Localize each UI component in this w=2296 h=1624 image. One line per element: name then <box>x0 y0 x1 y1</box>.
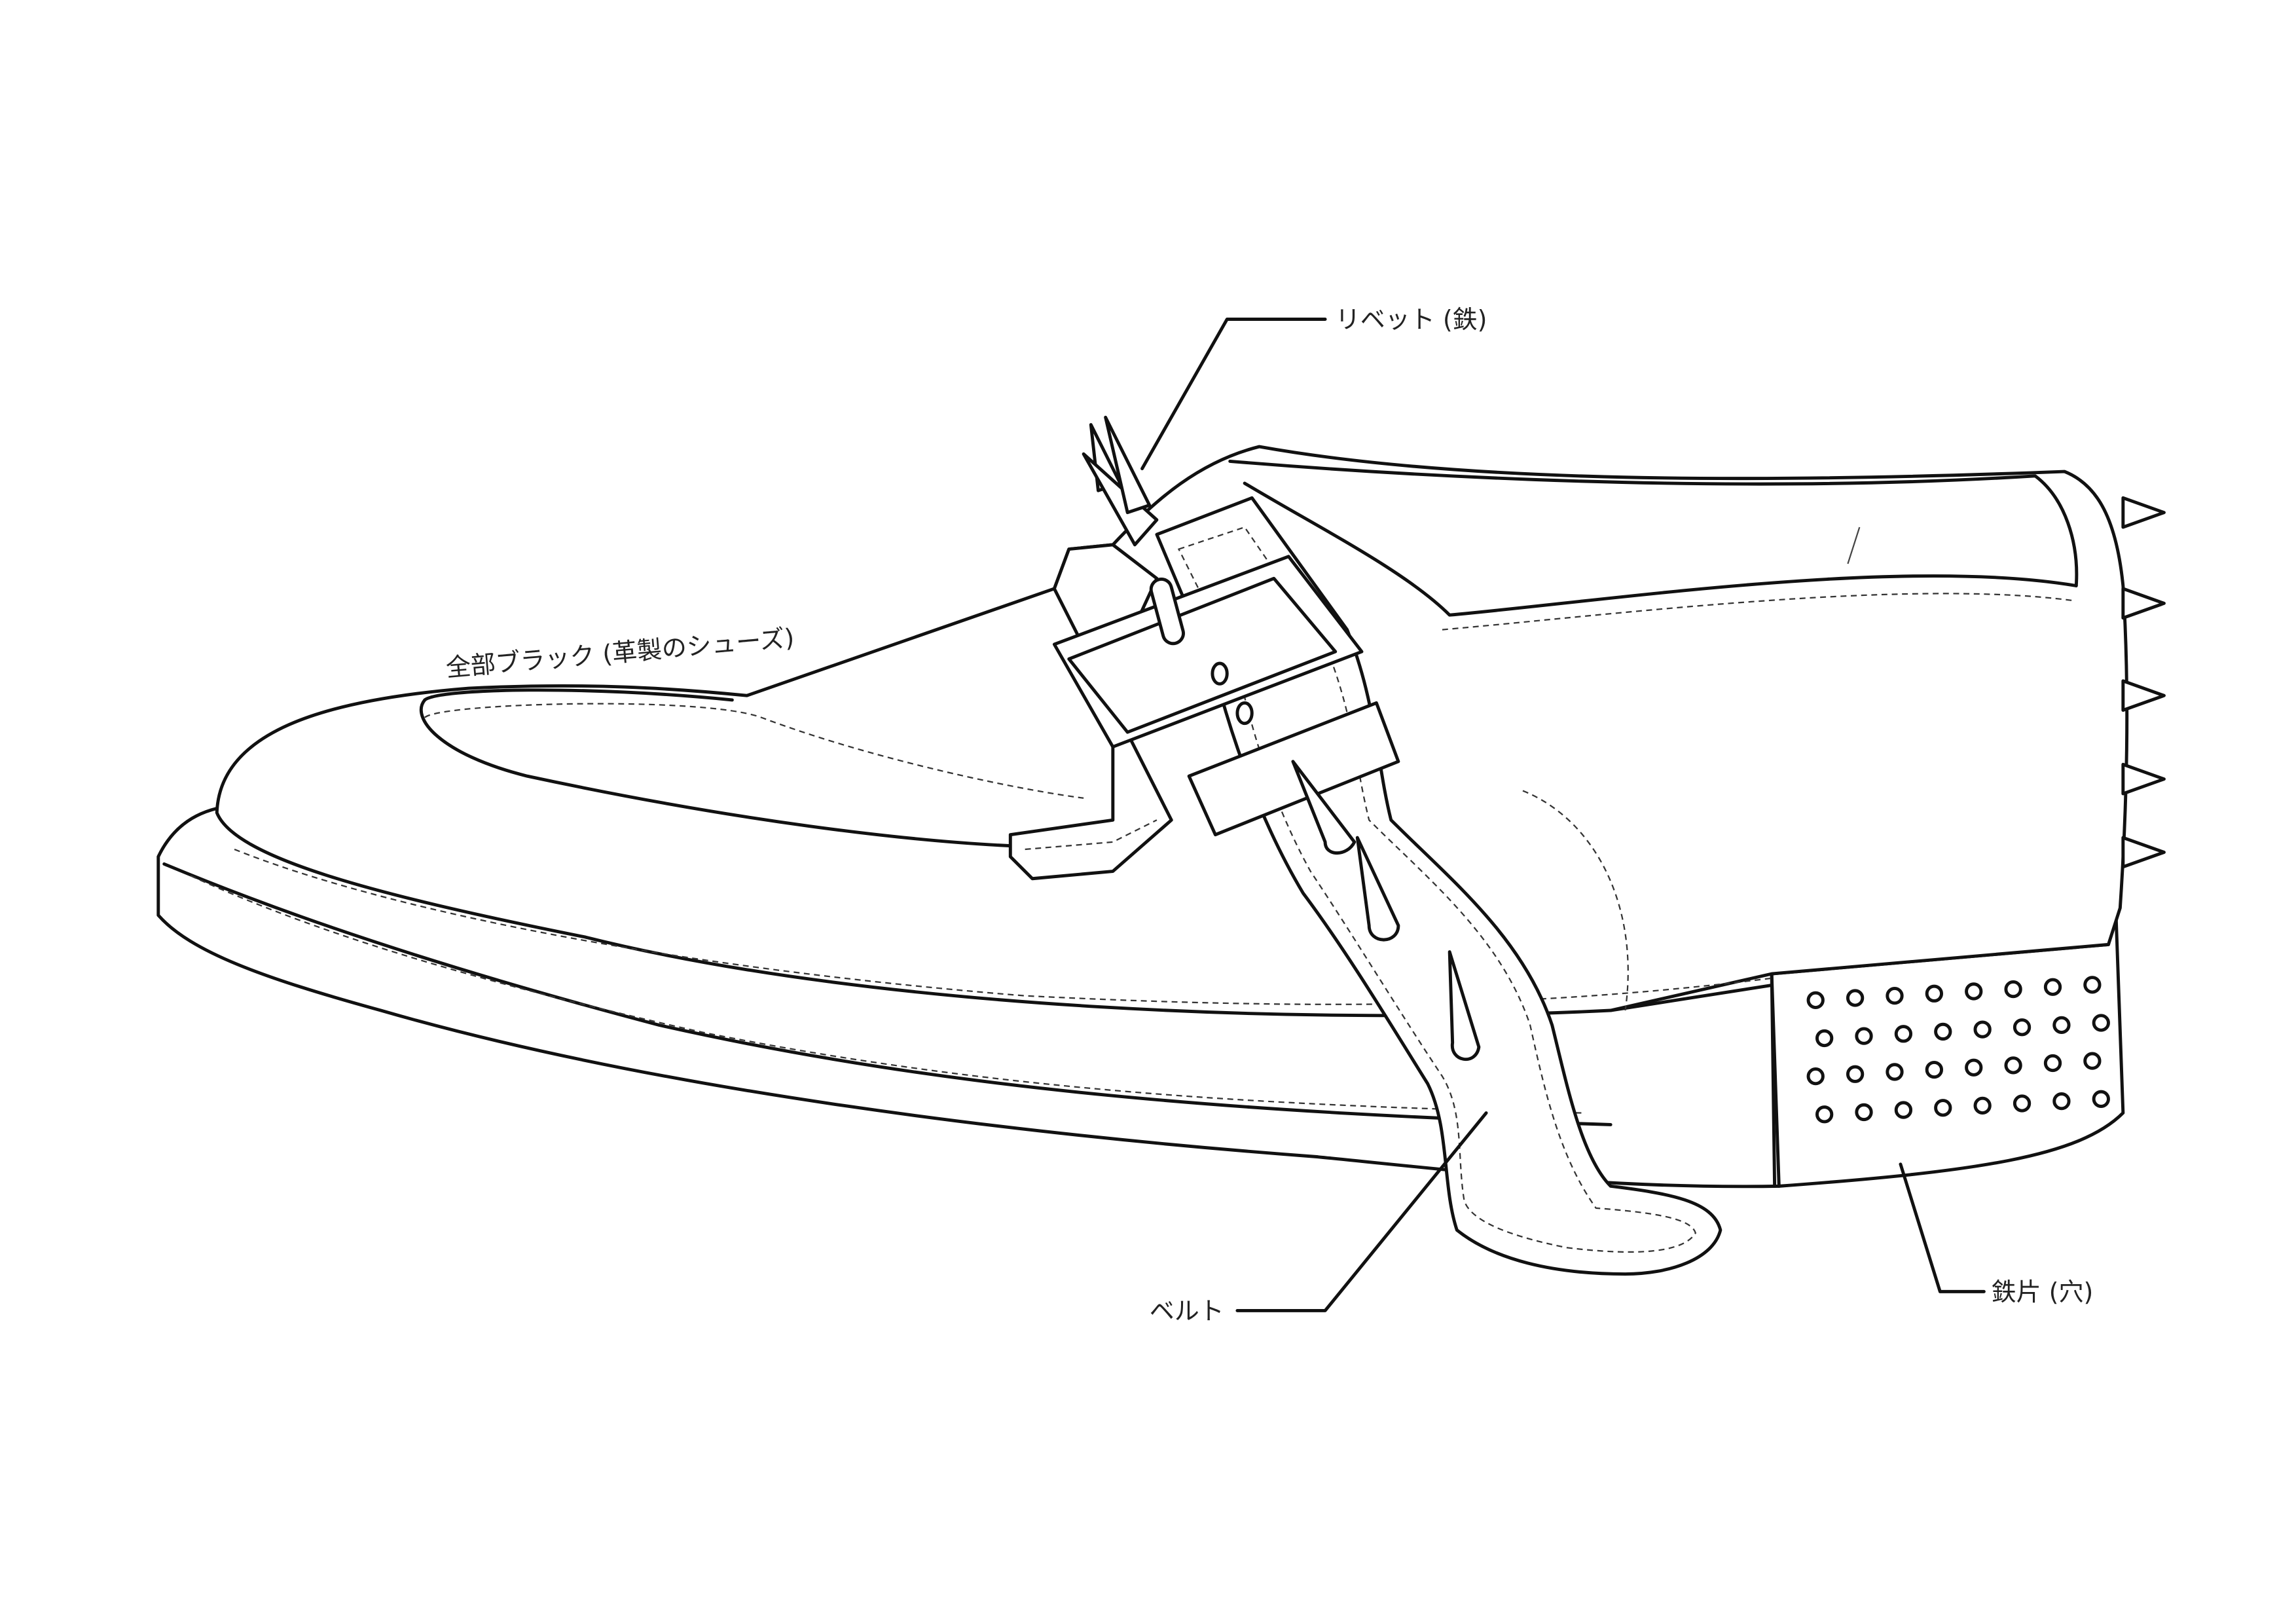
heel-hole <box>2004 1056 2022 1075</box>
rivet-spikes <box>1082 415 1159 547</box>
heel-hole <box>2092 1090 2110 1108</box>
spike <box>2121 762 2166 796</box>
heel-hole <box>1894 1025 1913 1043</box>
heel-hole <box>1925 984 1944 1003</box>
heel-plate <box>1770 906 2125 1188</box>
heel-hole <box>2004 980 2022 999</box>
heel-hole <box>1886 987 1904 1005</box>
heel-hole <box>1815 1029 1834 1048</box>
heel-hole <box>2092 1014 2110 1032</box>
heel-hole <box>1925 1060 1944 1079</box>
label-upper: 全部ブラック (革製のシューズ) <box>445 623 795 682</box>
heel-hole <box>1815 1105 1834 1124</box>
heel-hole <box>1934 1099 1952 1117</box>
heel-spikes <box>2121 496 2166 869</box>
heel-hole <box>1806 991 1825 1009</box>
heel-hole <box>2043 978 2062 996</box>
heel-hole <box>1846 989 1865 1007</box>
heel-hole <box>2013 1018 2032 1037</box>
heel-hole <box>1855 1027 1873 1045</box>
spike <box>2121 496 2166 529</box>
heel-hole <box>1806 1067 1825 1086</box>
heel-hole <box>2083 976 2102 994</box>
heel-hole <box>1855 1103 1873 1122</box>
heel-hole <box>2083 1052 2102 1070</box>
label-heel-plate: 鉄片 (穴) <box>1992 1278 2094 1306</box>
label-belt: ベルト <box>1150 1297 1224 1325</box>
heel-hole <box>2052 1092 2071 1111</box>
spike <box>2121 587 2166 620</box>
heel-hole <box>1886 1063 1904 1081</box>
heel-hole <box>1965 982 1983 1001</box>
heel-hole <box>2043 1054 2062 1073</box>
heel-hole <box>1965 1058 1983 1077</box>
heel-hole <box>1973 1096 1992 1115</box>
spike <box>2121 679 2166 712</box>
heel-hole <box>2052 1016 2071 1035</box>
heel-hole <box>1934 1022 1952 1041</box>
leader-lines <box>1140 318 1986 1312</box>
heel-hole <box>1973 1020 1992 1039</box>
belt <box>1052 496 1722 1276</box>
label-rivet: リベット (鉄) <box>1336 305 1487 334</box>
spike <box>2121 836 2166 869</box>
heel-hole <box>1846 1065 1865 1083</box>
heel-hole <box>2013 1094 2032 1113</box>
heel-hole <box>1894 1101 1913 1119</box>
